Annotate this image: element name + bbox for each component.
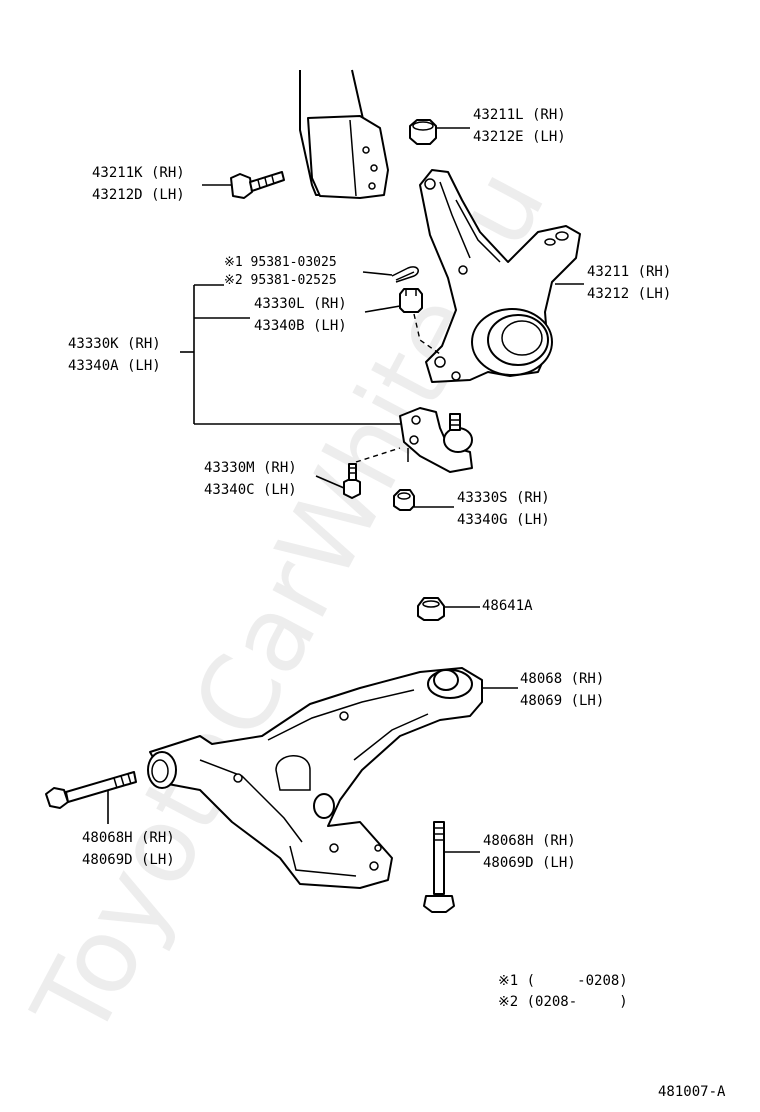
label-43340b: 43340B (LH) xyxy=(254,318,347,334)
label-48069d-right: 48069D (LH) xyxy=(483,855,576,871)
lower-control-arm xyxy=(147,667,483,889)
label-43340a: 43340A (LH) xyxy=(68,358,161,374)
label-48641a: 48641A xyxy=(482,598,533,614)
label-43330s: 43330S (RH) xyxy=(457,490,550,506)
figure-code: 481007-A xyxy=(658,1084,726,1100)
label-48068: 48068 (RH) xyxy=(520,671,604,687)
castle-nut-43330l xyxy=(399,288,423,313)
label-48068h-right: 48068H (RH) xyxy=(483,833,576,849)
note-1: ※1 ( -0208) xyxy=(498,973,628,989)
label-48069d-left: 48069D (LH) xyxy=(82,852,175,868)
bolt-48068h-right xyxy=(423,821,455,913)
label-43211: 43211 (RH) xyxy=(587,264,671,280)
label-43212e: 43212E (LH) xyxy=(473,129,566,145)
strut-drawing xyxy=(299,69,389,199)
label-48068h-left: 48068H (RH) xyxy=(82,830,175,846)
note-2: ※2 (0208- ) xyxy=(498,994,628,1010)
bolt-43330m xyxy=(343,463,361,499)
label-43211k: 43211K (RH) xyxy=(92,165,185,181)
label-43330l: 43330L (RH) xyxy=(254,296,347,312)
bolt-43211k xyxy=(230,171,285,199)
label-48069: 48069 (LH) xyxy=(520,693,604,709)
cotter-pin xyxy=(391,266,419,283)
label-43212: 43212 (LH) xyxy=(587,286,671,302)
label-43330k: 43330K (RH) xyxy=(68,336,161,352)
label-cotter-pin-2: ※2 95381-02525 xyxy=(224,273,337,288)
label-43330m: 43330M (RH) xyxy=(204,460,297,476)
label-43211l: 43211L (RH) xyxy=(473,107,566,123)
nut-48641a xyxy=(417,597,445,621)
label-cotter-pin-1: ※1 95381-03025 xyxy=(224,255,337,270)
ball-joint xyxy=(399,407,473,473)
label-43340g: 43340G (LH) xyxy=(457,512,550,528)
nut-43330s xyxy=(393,489,415,511)
bolt-48068h-left xyxy=(45,771,137,809)
nut-43211l xyxy=(409,119,437,145)
label-43212d: 43212D (LH) xyxy=(92,187,185,203)
label-43340c: 43340C (LH) xyxy=(204,482,297,498)
steering-knuckle xyxy=(419,169,581,383)
assembly-bracket xyxy=(180,284,402,425)
